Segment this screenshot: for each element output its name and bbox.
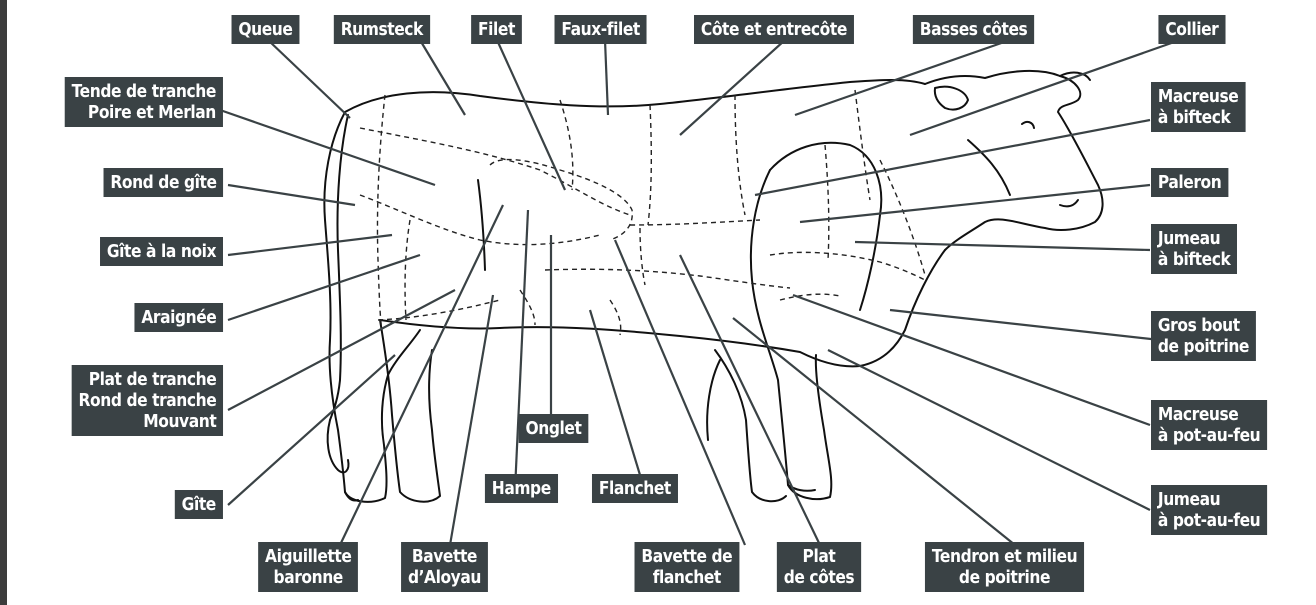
cow-outline [324,71,1102,502]
label-plat-de-tranche: Plat de tranche Rond de tranche Mouvant [71,365,223,436]
label-macreuse-pot-au-feu: Macreuse à pot-au-feu [1151,400,1267,450]
label-filet: Filet [471,15,522,44]
label-paleron: Paleron [1151,168,1228,197]
label-jumeau-pot-au-feu: Jumeau à pot-au-feu [1151,485,1267,535]
label-flanchet: Flanchet [592,474,678,503]
label-aiguillette-baronne: Aiguillette baronne [258,542,358,592]
label-tende-de-tranche: Tende de tranche Poire et Merlan [65,77,223,127]
label-macreuse-bifteck: Macreuse à bifteck [1151,82,1245,132]
label-onglet: Onglet [519,414,589,443]
label-jumeau-bifteck: Jumeau à bifteck [1151,224,1237,274]
label-bavette-de-flanchet: Bavette de flanchet [635,542,740,592]
label-cote-entrecote: Côte et entrecôte [694,15,854,44]
label-rond-de-gite: Rond de gîte [103,168,223,197]
label-collier: Collier [1158,15,1225,44]
label-basses-cotes: Basses côtes [913,15,1034,44]
label-rumsteck: Rumsteck [334,15,430,44]
leader-lines [220,40,1180,545]
label-araignee: Araignée [134,303,223,332]
label-tendron: Tendron et milieu de poitrine [925,542,1084,592]
cut-lines [360,90,925,335]
label-faux-filet: Faux-filet [555,15,647,44]
label-hampe: Hampe [485,474,558,503]
label-gite: Gîte [175,490,223,519]
label-plat-de-cotes: Plat de côtes [777,542,861,592]
label-bavette-aloyau: Bavette d’Aloyau [401,542,488,592]
label-gros-bout: Gros bout de poitrine [1151,311,1256,361]
label-gite-a-la-noix: Gîte à la noix [100,237,223,266]
label-queue: Queue [232,15,300,44]
